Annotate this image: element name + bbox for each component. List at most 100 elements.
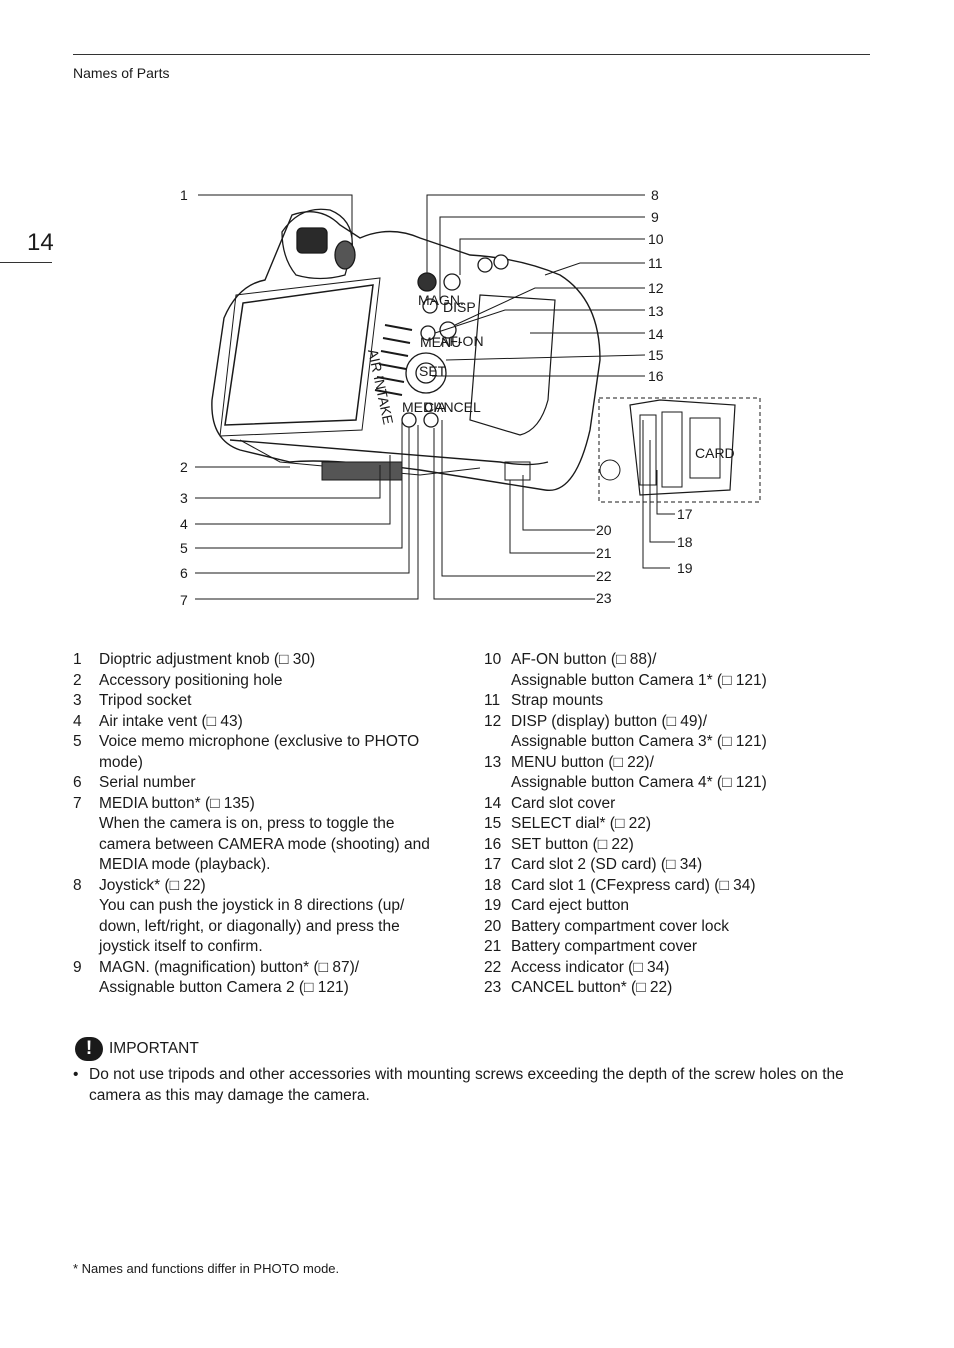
part-line: Card slot 1 (CFexpress card) (□ 34) [511,876,756,894]
card-slot-inset: CARD [598,397,761,503]
callout-21: 21 [596,545,612,561]
part-item: 19 Card eject button [484,896,884,917]
important-title: IMPORTANT [109,1040,199,1057]
part-description: MEDIA button* (□ 135)When the camera is … [99,794,458,876]
part-line: camera between CAMERA mode (shooting) an… [99,835,430,853]
part-description: Tripod socket [99,691,458,712]
important-text: Do not use tripods and other accessories… [89,1066,844,1104]
part-line: DISP (display) button (□ 49)/ [511,712,708,730]
important-heading: ! IMPORTANT [75,1037,199,1061]
callout-2: 2 [180,459,188,475]
disp-label: DISP [443,299,476,315]
part-line: Access indicator (□ 34) [511,958,670,976]
callout-5: 5 [180,540,188,556]
exclamation-icon: ! [75,1037,103,1061]
part-item: 3 Tripod socket [73,691,458,712]
part-number: 9 [73,958,82,976]
lcd-screen [219,277,381,437]
callout-19: 19 [677,560,693,576]
part-description: DISP (display) button (□ 49)/ Assignable … [511,712,884,753]
callout-11: 11 [648,255,663,271]
part-number: 21 [484,938,502,955]
part-line: Battery compartment cover [511,938,698,955]
part-item: 11 Strap mounts [484,691,884,712]
part-line: SELECT dial* (□ 22) [511,815,652,832]
part-line: When the camera is on, press to toggle t… [99,815,395,832]
part-number: 20 [484,917,502,935]
part-number: 1 [73,651,82,668]
part-line: Assignable button Camera 3* (□ 121) [511,733,767,750]
footnote: * Names and functions differ in PHOTO mo… [73,1261,340,1276]
part-number: 14 [484,794,502,812]
part-item: 21 Battery compartment cover [484,937,884,958]
bullet: • [73,1066,79,1083]
part-number: 11 [484,692,501,709]
part-number: 19 [484,897,502,914]
part-description: Battery compartment cover [511,937,884,958]
callout-1: 1 [180,187,188,203]
callout-10: 10 [648,231,664,247]
part-line: MEDIA mode (playback). [99,856,271,873]
part-description: Card eject button [511,896,884,917]
part-line: Dioptric adjustment knob (□ 30) [99,651,316,668]
part-description: Card slot cover [511,794,884,815]
part-item: 2 Accessory positioning hole [73,671,458,692]
part-description: Card slot 1 (CFexpress card) (□ 34) [511,876,884,897]
callout-22: 22 [596,568,612,584]
set-label: SET [419,363,447,379]
part-item: 14 Card slot cover [484,794,884,815]
callout-23: 23 [596,590,612,606]
part-item: 4 Air intake vent (□ 43) [73,712,458,733]
air-intake-vent [374,324,413,396]
part-number: 3 [73,692,82,709]
page-number-rule [0,262,52,263]
callout-16: 16 [648,368,664,384]
parts-list-left: 1 Dioptric adjustment knob (□ 30) 2 Accesso… [73,650,458,999]
part-line: Strap mounts [511,692,604,709]
part-description: Air intake vent (□ 43) [99,712,458,733]
afon-label: AF-ON [440,333,484,349]
part-line: Voice memo microphone (exclusive to PHOT… [99,733,420,750]
part-number: 12 [484,712,502,730]
part-line: Assignable button Camera 2 (□ 121) [99,979,349,996]
part-item: 12 DISP (display) button (□ 49)/ Assignabl… [484,712,884,753]
card-slot-cover [469,294,556,436]
callout-8: 8 [651,187,659,203]
part-description: Accessory positioning hole [99,671,458,692]
part-number: 2 [73,671,82,689]
part-number: 4 [73,712,82,730]
part-description: Voice memo microphone (exclusive to PHOT… [99,732,458,773]
callout-4: 4 [180,516,188,532]
camera-back-illustration: MAGN. DISP MENU AF-ON MEDIA CANCEL SET A… [180,187,761,608]
part-description: Access indicator (□ 34) [511,958,884,979]
part-line: SET button (□ 22) [511,835,634,853]
part-line: Air intake vent (□ 43) [99,712,243,730]
media-label: MEDIA [402,399,447,415]
part-line: joystick itself to confirm. [99,938,263,955]
card-label: CARD [695,445,735,461]
part-number: 6 [73,774,82,791]
magn-label: MAGN. [418,292,464,308]
part-line: mode) [99,753,143,771]
part-description: Strap mounts [511,691,884,712]
part-line: Joystick* (□ 22) [99,876,206,894]
part-line: AF-ON button (□ 88)/ [511,651,657,668]
part-description: Card slot 2 (SD card) (□ 34) [511,855,884,876]
control-buttons [401,254,509,428]
callout-9: 9 [651,209,659,225]
callout-12: 12 [648,280,664,296]
camera-body [211,211,601,491]
header-rule [73,54,870,55]
